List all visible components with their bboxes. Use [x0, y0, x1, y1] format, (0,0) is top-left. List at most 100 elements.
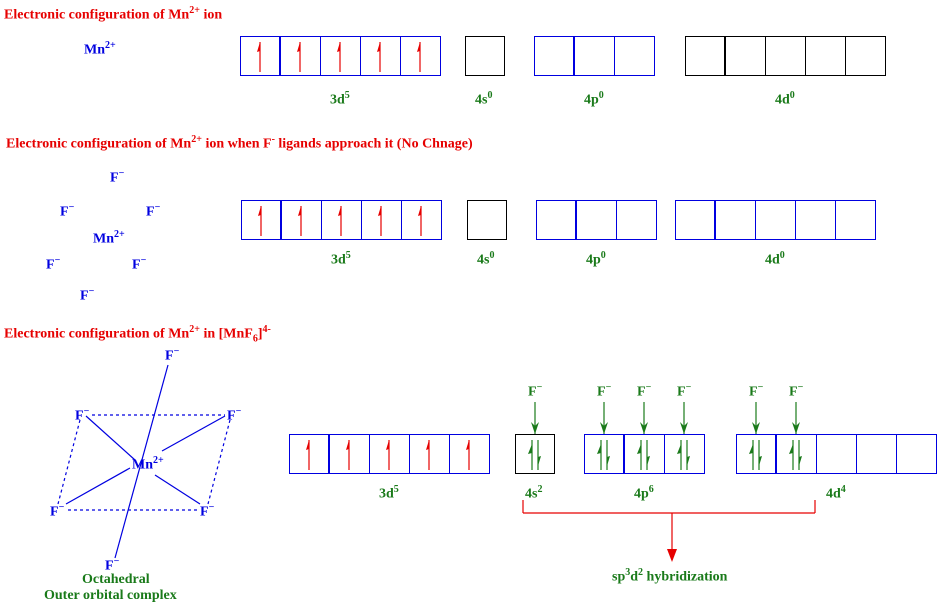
orbital-box-4s — [467, 200, 507, 240]
orbital-box-4d — [776, 434, 817, 474]
orbital-label-3d: 3d5 — [331, 250, 351, 268]
orbital-box-3d — [369, 434, 410, 474]
orbital-box-4p — [576, 200, 617, 240]
donated-ligand-f: F− — [597, 382, 612, 400]
bond — [65, 467, 131, 505]
orbital-box-4p — [624, 434, 665, 474]
orbital-box-4d — [715, 200, 756, 240]
bond — [161, 415, 226, 452]
orbital-label-4p: 4p0 — [584, 90, 604, 108]
electron-arrowhead — [677, 444, 681, 454]
orbital-box-4p — [574, 36, 615, 76]
axial-bond — [114, 364, 169, 559]
orbital-box-3d — [360, 36, 401, 76]
orbital-label-3d: 3d5 — [330, 90, 350, 108]
section-1-title: Electronic configuration of Mn2+ ion — [4, 5, 223, 23]
donated-ligand-f: F− — [749, 382, 764, 400]
donated-ligand-f: F− — [677, 382, 692, 400]
orbital-box-4d — [835, 200, 876, 240]
octahedron-edge — [207, 419, 231, 505]
electron-arrowhead — [749, 444, 753, 454]
bond — [85, 415, 136, 461]
octahedral-ligand-f-2: F− — [75, 406, 90, 424]
bracket-arrowhead — [667, 549, 677, 562]
electron-arrowhead — [257, 42, 260, 52]
orbital-box-4d — [675, 200, 715, 240]
orbital-label-3d: 3d5 — [379, 484, 399, 502]
orbital-box-4d — [816, 434, 857, 474]
ligand-donation-arrowhead — [640, 422, 648, 434]
octahedral-ligand-f-1: F− — [165, 346, 180, 364]
orbital-box-3d — [320, 36, 361, 76]
ligand-f-5: F− — [132, 255, 147, 273]
orbital-label-4s: 4s0 — [475, 90, 493, 108]
orbital-box-4p — [616, 200, 657, 240]
mn-ion-label-2: Mn2+ — [93, 229, 125, 247]
ligand-f-1: F− — [110, 168, 125, 186]
orbital-label-4p: 4p6 — [634, 484, 654, 502]
electron-arrowhead — [258, 206, 261, 216]
electron-arrowhead — [426, 440, 429, 450]
orbital-label-4s: 4s0 — [477, 250, 495, 268]
orbital-label-4d: 4d4 — [826, 484, 846, 502]
orbital-box-3d — [240, 36, 280, 76]
electron-arrowhead — [377, 42, 380, 52]
orbital-box-3d — [409, 434, 450, 474]
electron-arrowhead — [378, 206, 381, 216]
orbital-box-4p — [534, 36, 574, 76]
electron-arrowhead — [297, 42, 300, 52]
orbital-box-4d — [896, 434, 937, 474]
electron-arrowhead — [298, 206, 301, 216]
electron-arrowhead — [789, 444, 793, 454]
orbital-box-4d — [765, 36, 806, 76]
electron-arrowhead — [687, 456, 690, 466]
electron-arrowhead — [346, 440, 349, 450]
orbital-box-4d — [856, 434, 897, 474]
orbital-box-4d — [795, 200, 836, 240]
complex-type-label: Outer orbital complex — [44, 588, 177, 603]
ligand-donation-arrowhead — [792, 422, 800, 434]
electron-arrowhead — [418, 206, 421, 216]
donated-ligand-f: F− — [789, 382, 804, 400]
orbital-label-4s: 4s2 — [525, 484, 543, 502]
bond — [154, 474, 201, 505]
octahedral-ligand-f-6: F− — [105, 556, 120, 574]
hybridization-label: sp3d2 hybridization — [612, 567, 728, 585]
orbital-box-3d — [241, 200, 281, 240]
ligand-donation-arrowhead — [531, 422, 539, 434]
section-3-title: Electronic configuration of Mn2+ in [MnF… — [4, 324, 271, 345]
orbital-box-3d — [281, 200, 322, 240]
orbital-box-4d — [805, 36, 846, 76]
electron-arrowhead — [306, 440, 309, 450]
orbital-box-3d — [329, 434, 370, 474]
orbital-box-3d — [321, 200, 362, 240]
octahedral-ligand-f-4: F− — [50, 502, 65, 520]
donated-ligand-f: F− — [528, 382, 543, 400]
octahedron-edge — [57, 419, 81, 505]
orbital-box-4d — [755, 200, 796, 240]
ligand-f-6: F− — [80, 286, 95, 304]
electron-arrowhead — [386, 440, 389, 450]
orbital-box-4d — [736, 434, 776, 474]
ligand-donation-arrowhead — [600, 422, 608, 434]
orbital-box-4d — [845, 36, 886, 76]
ligand-donation-arrowhead — [752, 422, 760, 434]
orbital-label-4d: 4d0 — [765, 250, 785, 268]
electron-arrowhead — [647, 456, 650, 466]
orbital-box-3d — [280, 36, 321, 76]
ligand-f-3: F− — [146, 202, 161, 220]
mn-center-label: Mn2+ — [132, 455, 164, 473]
orbital-box-4p — [584, 434, 624, 474]
orbital-box-3d — [289, 434, 329, 474]
electron-arrowhead — [528, 444, 532, 454]
electron-arrowhead — [466, 440, 469, 450]
electron-arrowhead — [417, 42, 420, 52]
orbital-box-4p — [664, 434, 705, 474]
electron-arrowhead — [637, 444, 641, 454]
orbital-box-3d — [401, 200, 442, 240]
ligand-f-2: F− — [60, 202, 75, 220]
orbital-box-4p — [536, 200, 576, 240]
orbital-box-4d — [725, 36, 766, 76]
